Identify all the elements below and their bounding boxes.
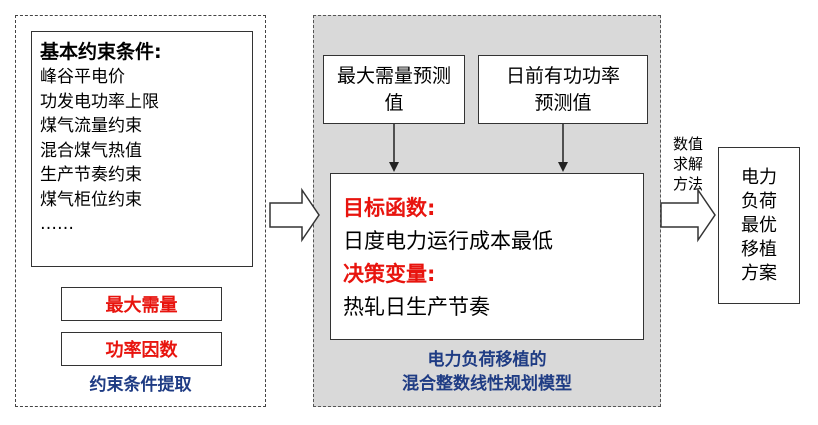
- constraints-title: 基本约束条件:: [40, 41, 162, 63]
- max-demand-forecast-box: 最大需量预测值: [323, 55, 465, 124]
- optimal-load-shifting-plan-box: 电力负荷最优移植方案: [718, 147, 800, 304]
- model-caption-line-2: 混合整数线性规划模型: [402, 374, 572, 394]
- max-demand-label: 最大需量: [105, 295, 178, 316]
- down-arrow-right-head: [558, 162, 568, 172]
- constraint-item: 煤气流量约束: [40, 116, 142, 136]
- optimal-load-shifting-plan-label: 电力负荷最优移植方案: [741, 166, 777, 284]
- model-caption-line-1: 电力负荷移植的: [427, 350, 547, 370]
- numerical-solution-method-label: 数值求解方法: [672, 135, 703, 193]
- model-panel-caption: 电力负荷移植的 混合整数线性规划模型: [313, 348, 661, 396]
- decision-variable-text: 热轧日生产节奏: [343, 295, 490, 319]
- constraint-item: 混合煤气热值: [40, 140, 142, 161]
- hollow-arrow-to-result: [660, 187, 716, 243]
- optimization-model-box: 目标函数: 日度电力运行成本最低 决策变量: 热轧日生产节奏: [330, 173, 644, 340]
- active-power-forecast-box: 日前有功功率预测值: [478, 55, 648, 124]
- max-demand-box: 最大需量: [61, 287, 222, 321]
- power-factor-label: 功率因数: [105, 340, 178, 361]
- power-factor-box: 功率因数: [61, 332, 222, 366]
- objective-function-text: 日度电力运行成本最低: [343, 229, 553, 253]
- left-panel-caption: 约束条件提取: [89, 375, 192, 395]
- constraint-item: 峰谷平电价: [40, 67, 125, 87]
- decision-variable-label: 决策变量:: [343, 262, 436, 286]
- constraint-item: 生产节奏约束: [40, 165, 142, 185]
- max-demand-forecast-label: 最大需量预测值: [336, 64, 451, 114]
- basic-constraints-box: 基本约束条件: 峰谷平电价 功发电功率上限 煤气流量约束 混合煤气热值 生产节奏…: [31, 31, 253, 267]
- constraint-item: 功发电功率上限: [40, 91, 159, 112]
- down-arrow-left-head: [389, 162, 399, 172]
- constraint-item: 煤气柜位约束: [40, 189, 142, 210]
- active-power-forecast-label: 日前有功功率预测值: [505, 64, 620, 114]
- constraint-item-ellipsis: ……: [40, 214, 74, 234]
- hollow-arrow-to-model: [269, 187, 320, 243]
- objective-function-label: 目标函数:: [343, 196, 436, 220]
